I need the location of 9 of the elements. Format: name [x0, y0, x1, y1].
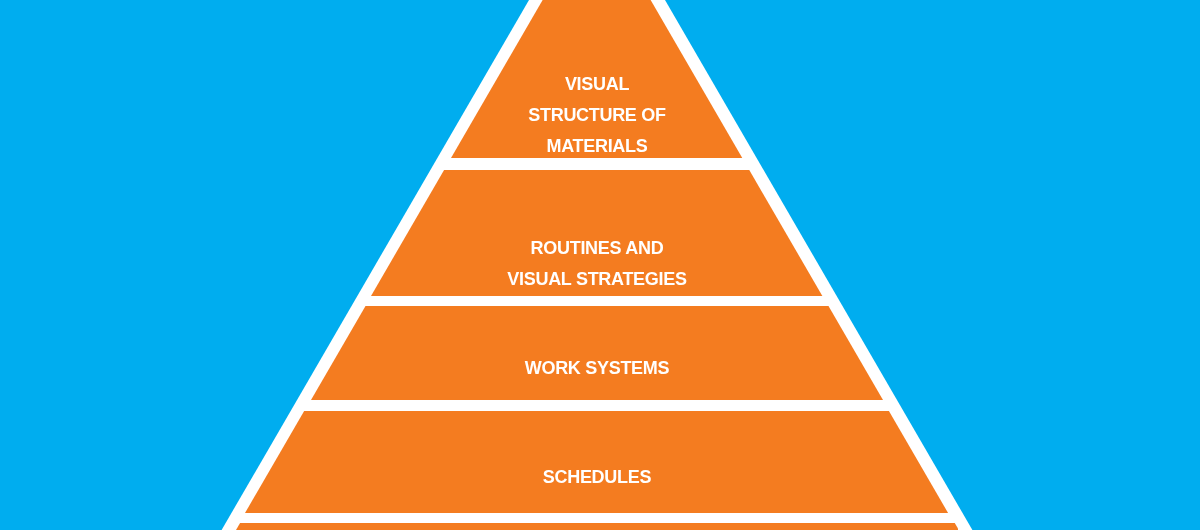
- tier-label: ROUTINES AND VISUAL STRATEGIES: [506, 237, 688, 291]
- tier-label: VISUAL STRUCTURE OF MATERIALS: [527, 73, 667, 158]
- pyramid-tier: [235, 523, 959, 530]
- tier-label: SCHEDULES: [541, 466, 653, 489]
- pyramid-tier: [451, 0, 743, 158]
- tier-label: WORK SYSTEMS: [523, 357, 671, 380]
- pyramid-tier: [311, 306, 883, 400]
- pyramid-tier: [371, 170, 823, 296]
- pyramid-tier: [245, 411, 949, 513]
